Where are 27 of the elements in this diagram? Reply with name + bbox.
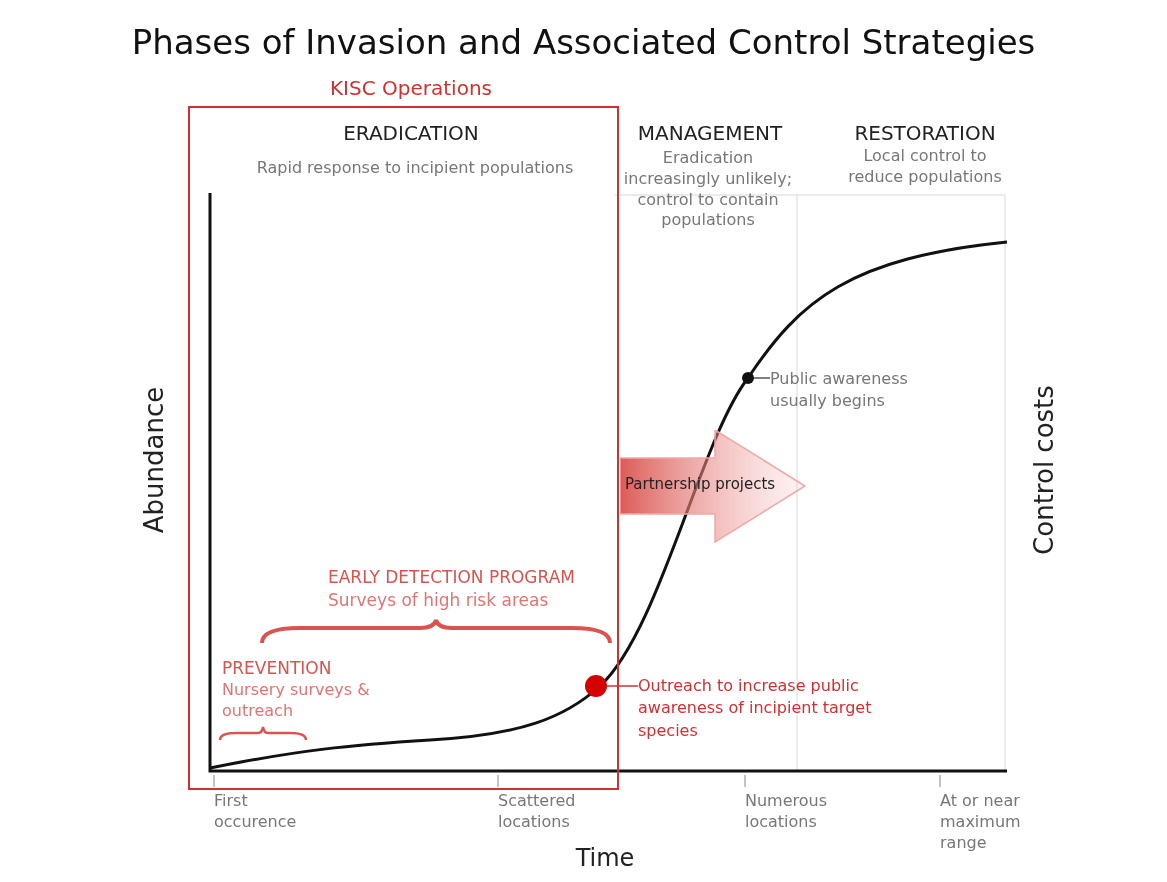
- program-heading: PREVENTION: [222, 657, 333, 680]
- phase-description: Rapid response to incipient populations: [255, 158, 575, 179]
- phase-heading: ERADICATION: [342, 120, 480, 146]
- curve-dot: [742, 372, 754, 384]
- axis-tick-label: Numerous locations: [745, 791, 829, 833]
- arrow-label: Partnership projects: [625, 475, 776, 493]
- callout-text: Public awareness usually begins: [770, 368, 940, 412]
- axis-title: Control costs: [1028, 385, 1061, 555]
- phase-description: Local control to reduce populations: [847, 146, 1003, 188]
- box-heading: KISC Operations: [330, 76, 492, 100]
- phase-heading: MANAGEMENT: [636, 120, 784, 146]
- program-description: Nursery surveys & outreach: [222, 680, 371, 722]
- title: Phases of Invasion and Associated Control Strategies: [130, 21, 1037, 64]
- callout-text: Outreach to increase public awareness of incipient target species: [638, 675, 888, 745]
- axis-tick-label: First occurence: [214, 791, 298, 833]
- curve-dot: [585, 675, 607, 697]
- axis-tick-label: At or near maximum range: [940, 791, 1022, 854]
- block-arrow: [620, 430, 806, 543]
- program-description: Surveys of high risk areas: [328, 589, 550, 612]
- axis-title: Abundance: [138, 386, 171, 534]
- axis-title: Time: [574, 843, 636, 874]
- phase-heading: RESTORATION: [853, 120, 997, 146]
- axis-tick-label: Scattered locations: [498, 791, 577, 833]
- leader-line: [753, 377, 771, 379]
- program-heading: EARLY DETECTION PROGRAM: [328, 566, 576, 589]
- phase-description: Eradication increasingly unlikely; control to contain populations: [622, 148, 794, 232]
- leader-line: [606, 685, 639, 687]
